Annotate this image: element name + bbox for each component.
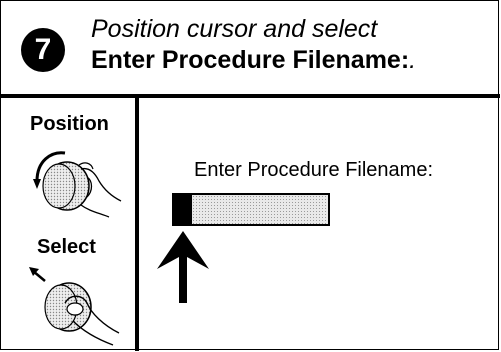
instruction-suffix: . [409,46,417,74]
text-cursor [174,195,192,224]
step-number-badge: 7 [21,28,65,72]
filename-input-field[interactable] [172,193,330,226]
up-arrow-icon [157,231,209,303]
select-label: Select [37,236,96,258]
instruction-target-label: Enter Procedure Filename: [91,46,410,74]
controls-panel [1,98,139,351]
instruction-line-1: Position cursor and select [91,15,378,43]
instruction-line-2: Enter Procedure Filename:. [91,46,416,75]
press-knob-icon[interactable] [25,263,125,348]
position-label: Position [30,113,109,135]
instruction-header: 7 Position cursor and select Enter Proce… [1,1,500,98]
filename-prompt-label: Enter Procedure Filename: [194,159,434,181]
rotate-knob-icon[interactable] [29,141,125,221]
